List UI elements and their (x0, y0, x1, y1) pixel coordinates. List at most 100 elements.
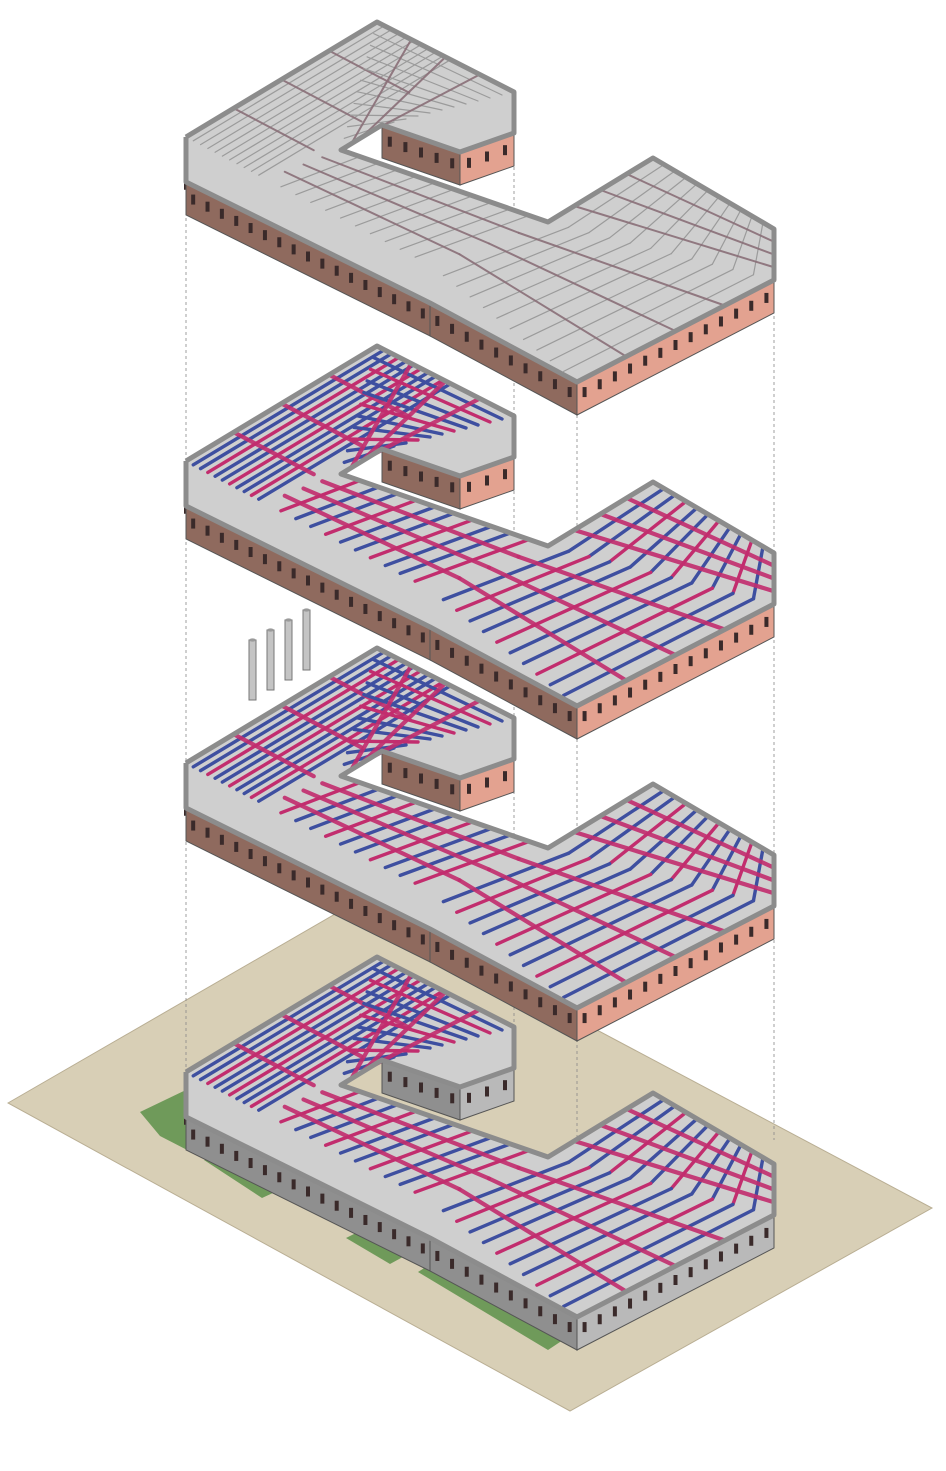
window (219, 1143, 224, 1154)
window (479, 965, 484, 976)
window (749, 624, 754, 635)
window (191, 820, 196, 831)
window (450, 482, 455, 493)
window (291, 1179, 296, 1190)
window (597, 1314, 602, 1325)
beam-grid-south-wing (441, 851, 756, 1000)
window (248, 1158, 253, 1169)
window (403, 768, 408, 779)
window (485, 151, 489, 162)
chimney (266, 629, 275, 691)
window (597, 379, 602, 390)
window (377, 1222, 382, 1233)
beam-grid-south-wing (442, 226, 755, 372)
window (464, 655, 469, 666)
window (494, 1282, 499, 1293)
window (262, 856, 267, 867)
window (248, 223, 253, 234)
girder (573, 205, 775, 269)
window (552, 379, 557, 390)
window (435, 1250, 440, 1261)
window (406, 1236, 411, 1247)
window (567, 1322, 572, 1333)
beam-grid-central-hall (279, 478, 531, 583)
window (434, 476, 439, 487)
girder (516, 1165, 727, 1243)
window (320, 884, 325, 895)
window (434, 152, 439, 163)
window (467, 481, 471, 492)
window (363, 905, 368, 916)
window (643, 355, 648, 366)
window (464, 1266, 469, 1277)
window (658, 973, 663, 984)
girder (457, 878, 629, 985)
window (419, 1082, 423, 1093)
window (538, 371, 543, 382)
window (219, 532, 224, 543)
window (291, 244, 296, 255)
beam-grid-west-wing (192, 25, 451, 176)
window (349, 272, 354, 283)
window (334, 265, 339, 276)
window (349, 898, 354, 909)
girder (457, 1187, 629, 1294)
window (508, 981, 513, 992)
girder (572, 829, 777, 896)
girder (232, 107, 315, 152)
window (718, 1251, 723, 1262)
window (435, 639, 440, 650)
window (419, 471, 423, 482)
window (734, 934, 739, 945)
window (450, 1093, 455, 1104)
window (387, 136, 392, 147)
window (334, 891, 339, 902)
window (764, 918, 769, 929)
beam-grid-west-wing (191, 959, 452, 1112)
girder (369, 698, 482, 760)
window (320, 1193, 325, 1204)
window (191, 194, 196, 205)
window (262, 230, 267, 241)
window (479, 663, 484, 674)
girder (320, 1090, 521, 1170)
window (234, 841, 239, 852)
beam-grid-central-hall (279, 1089, 531, 1194)
chimney (248, 639, 257, 701)
window (434, 778, 439, 789)
window (582, 711, 587, 722)
window (403, 142, 408, 153)
window (628, 687, 633, 698)
window (363, 1214, 368, 1225)
window (377, 287, 382, 298)
window (406, 301, 411, 312)
window (467, 1092, 471, 1103)
window (734, 632, 739, 643)
window (205, 827, 210, 838)
window (191, 1129, 196, 1140)
window (485, 1086, 489, 1097)
window (503, 145, 507, 156)
girder (301, 788, 492, 872)
girder (282, 795, 462, 883)
beam-grid-north-wing (342, 355, 504, 470)
window (334, 1200, 339, 1211)
window (248, 547, 253, 558)
window (734, 308, 739, 319)
window (277, 561, 282, 572)
girder (359, 680, 448, 766)
girder (280, 78, 363, 123)
girder (302, 163, 490, 245)
window (450, 949, 455, 960)
window (703, 648, 708, 659)
window (673, 340, 678, 350)
window (377, 611, 382, 622)
window (419, 773, 423, 784)
window (582, 1013, 587, 1024)
window (403, 466, 408, 477)
chimney-cap (303, 608, 310, 612)
window (450, 1258, 455, 1269)
window (420, 934, 425, 945)
window (643, 679, 648, 690)
girder (279, 401, 364, 448)
